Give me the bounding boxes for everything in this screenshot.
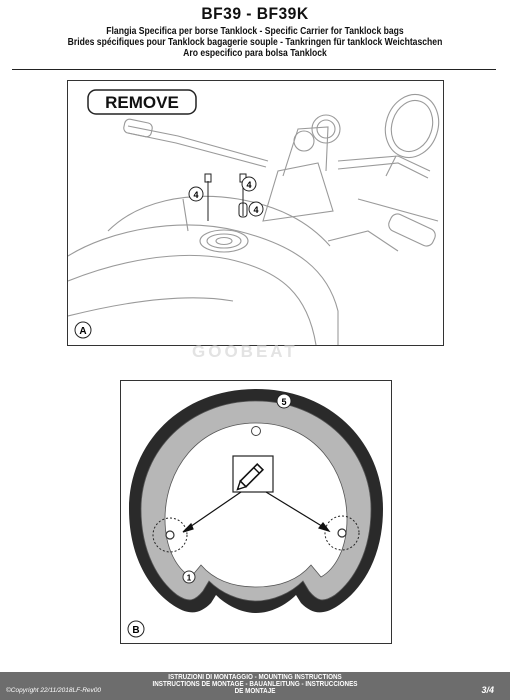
mark-instruction-box <box>232 455 274 493</box>
subtitle-line-2: Brides spécifiques pour Tanklock bagager… <box>67 37 443 48</box>
mounting-hole-left <box>165 530 175 540</box>
marking-arrows <box>182 491 331 533</box>
document-title: BF39 - BF39K <box>201 4 309 23</box>
svg-text:4: 4 <box>246 180 251 190</box>
remove-label: REMOVE <box>105 93 179 112</box>
callout-4-left: 4 <box>188 186 204 202</box>
subtitle-line-1: Flangia Specifica per borse Tanklock - S… <box>106 26 404 37</box>
subtitle-line-3: Aro especifico para bolsa Tanklock <box>183 48 327 59</box>
svg-text:4: 4 <box>253 205 258 215</box>
mounting-hole-top <box>251 426 261 436</box>
watermark: GOOBEAT <box>192 342 298 361</box>
copyright-notice: ©Copyright 22/11/2018LF-Rev00 <box>6 687 102 694</box>
pencil-icon <box>236 462 265 491</box>
ring-index-mark: 1 <box>182 570 196 584</box>
svg-text:A: A <box>79 326 86 337</box>
svg-text:1: 1 <box>187 574 192 583</box>
svg-text:4: 4 <box>193 190 198 200</box>
highlight-circle-right <box>324 515 360 551</box>
callout-4-right: 4 <box>248 201 264 217</box>
footer-line-2: INSTRUCTIONS DE MONTAGE - BAUANLEITUNG -… <box>152 681 358 688</box>
ring-inner-opening <box>164 422 348 588</box>
motorcycle-tank-illustration: REMOVE <box>67 89 440 346</box>
footer-band <box>0 672 510 700</box>
figure-b-panel: 5 1 B <box>120 380 392 644</box>
remove-banner <box>87 89 197 115</box>
header-divider <box>12 69 496 70</box>
footer-line-3: DE MONTAJE <box>234 688 276 695</box>
figure-a-label: A <box>74 321 92 339</box>
svg-text:B: B <box>132 625 139 636</box>
page-number: 3/4 <box>481 685 494 695</box>
callout-4-top: 4 <box>241 176 257 192</box>
figure-b-label: B <box>127 620 145 638</box>
figure-a-panel: REMOVE <box>67 80 444 346</box>
footer-line-1: ISTRUZIONI DI MONTAGGIO - MOUNTING INSTR… <box>168 674 342 681</box>
motorcycle-line-art <box>67 93 440 346</box>
highlight-circle-left <box>152 517 188 553</box>
tanklock-ring-illustration: 5 1 B <box>127 389 383 638</box>
mounting-hole-right <box>337 528 347 538</box>
svg-text:5: 5 <box>281 397 286 407</box>
callout-5: 5 <box>276 393 292 409</box>
